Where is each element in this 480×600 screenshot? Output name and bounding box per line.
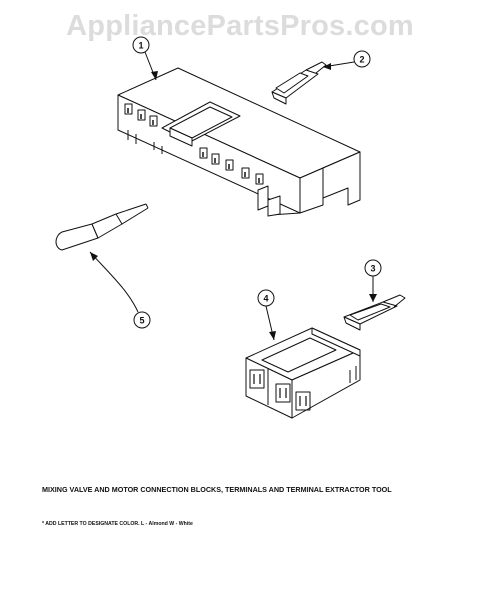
watermark-logo: AppliancePartsPros.com (66, 10, 414, 42)
part-1-connection-block (117, 67, 361, 217)
part-5-extractor-tool (55, 203, 149, 251)
color-note: * ADD LETTER TO DESIGNATE COLOR. L - Alm… (42, 521, 193, 527)
svg-text:5: 5 (139, 316, 144, 326)
part-4-terminal-block (245, 327, 361, 419)
part-2-terminal (271, 61, 327, 105)
diagram-caption: MIXING VALVE AND MOTOR CONNECTION BLOCKS… (42, 485, 392, 494)
callout-4: 4 (257, 289, 276, 341)
svg-text:1: 1 (138, 41, 143, 51)
callout-3: 3 (364, 259, 382, 302)
part-3-terminal (343, 294, 406, 331)
svg-text:3: 3 (370, 264, 375, 274)
svg-text:2: 2 (359, 55, 364, 65)
callout-1: 1 (132, 36, 158, 81)
callout-5: 5 (89, 251, 151, 329)
svg-text:4: 4 (263, 294, 268, 304)
callout-2: 2 (322, 50, 371, 70)
